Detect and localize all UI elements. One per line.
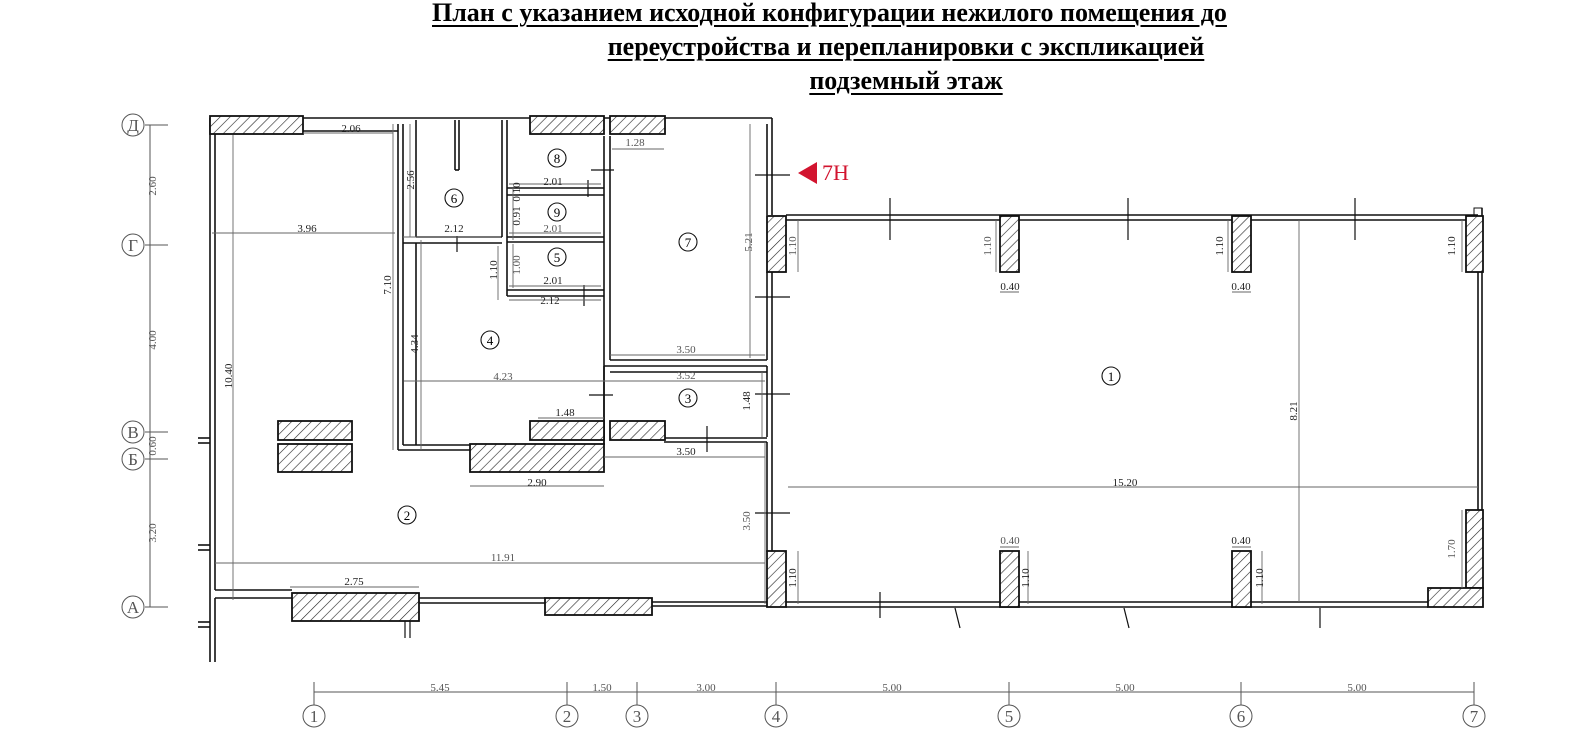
room-markers bbox=[397, 148, 1121, 525]
dimension-lines bbox=[212, 124, 1478, 604]
title-line-3: подземный этаж bbox=[0, 64, 1595, 98]
column-axis-label: 6 bbox=[1237, 707, 1246, 726]
door-marks bbox=[404, 169, 1356, 638]
dimension-label: 0.40 bbox=[1231, 535, 1251, 547]
dimension-label: 3.50 bbox=[741, 511, 753, 531]
room-number: 1 bbox=[1108, 369, 1115, 384]
dimension-label: 2.01 bbox=[543, 223, 562, 235]
title-line-2: переустройства и перепланировки с экспли… bbox=[0, 30, 1595, 64]
dimension-label: 2.12 bbox=[444, 223, 463, 235]
dimension-label: 15.20 bbox=[1113, 477, 1138, 489]
entry-arrow-icon bbox=[798, 162, 817, 184]
dimension-label: 4.34 bbox=[409, 334, 421, 354]
row-spacing: 3.20 bbox=[147, 523, 159, 543]
dimension-label: 1.00 bbox=[511, 255, 523, 275]
title-line-1: План с указанием исходной конфигурации н… bbox=[432, 0, 1387, 30]
dimension-label: 1.10 bbox=[1020, 568, 1032, 588]
dimension-label: 3.50 bbox=[676, 344, 696, 356]
dimension-label: 1.70 bbox=[1446, 539, 1458, 559]
dimension-label: 10.40 bbox=[223, 363, 235, 388]
dimension-label: 2.75 bbox=[344, 576, 364, 588]
room-number: 9 bbox=[554, 205, 561, 220]
dimension-label: 1.28 bbox=[625, 137, 645, 149]
room-number: 6 bbox=[451, 191, 458, 206]
dimension-label: 1.10 bbox=[488, 260, 500, 280]
dimension-label: 2.01 bbox=[543, 275, 562, 287]
dimension-label: 1.10 bbox=[982, 236, 994, 256]
dimension-label: 1.48 bbox=[555, 407, 575, 419]
dimension-label: 11.91 bbox=[491, 552, 515, 564]
column-axis-label: 5 bbox=[1005, 707, 1014, 726]
dimension-label: 1.10 bbox=[787, 236, 799, 256]
column-axes bbox=[302, 682, 1486, 728]
column-spacing: 3.00 bbox=[696, 682, 716, 694]
dimension-label: 0.40 bbox=[1231, 281, 1251, 293]
dimension-label: 2.56 bbox=[405, 170, 417, 190]
column-spacing: 5.45 bbox=[430, 682, 450, 694]
room-number: 4 bbox=[487, 333, 494, 348]
structural-columns bbox=[209, 115, 1484, 622]
row-spacing: 4.00 bbox=[147, 330, 159, 350]
title-text-2: переустройства и перепланировки с экспли… bbox=[607, 32, 1205, 61]
room-number: 5 bbox=[554, 250, 561, 265]
column-axis-label: 7 bbox=[1470, 707, 1479, 726]
dimension-label: 3.50 bbox=[676, 446, 696, 458]
title-text-1: План с указанием исходной конфигурации н… bbox=[432, 0, 1227, 27]
dimension-label: 1.10 bbox=[1254, 568, 1266, 588]
walls bbox=[198, 117, 1483, 662]
dimension-label: 2.01 bbox=[543, 176, 562, 188]
column-axis-label: 1 bbox=[310, 707, 319, 726]
row-axis-label: Б bbox=[128, 450, 138, 469]
dimension-label: 2.06 bbox=[341, 123, 361, 135]
dimension-label: 7.10 bbox=[382, 275, 394, 295]
row-axis-label: Г bbox=[128, 236, 138, 255]
room-number: 7 bbox=[685, 235, 692, 250]
row-spacing: 0.60 bbox=[147, 436, 159, 456]
room-number: 3 bbox=[685, 391, 692, 406]
dimension-label: 2.90 bbox=[527, 477, 547, 489]
room-number: 8 bbox=[554, 151, 561, 166]
dimension-label: 0.40 bbox=[1000, 281, 1020, 293]
column-spacing: 5.00 bbox=[1347, 682, 1367, 694]
dimension-label: 1.10 bbox=[1214, 236, 1226, 256]
column-axis-label: 3 bbox=[633, 707, 642, 726]
title-text-3: подземный этаж bbox=[809, 66, 1003, 95]
dimension-label: 3.52 bbox=[676, 370, 695, 382]
dimension-label: 8.21 bbox=[1288, 401, 1300, 420]
dimension-label: 3.96 bbox=[297, 223, 317, 235]
entry-marker-label: 7Н bbox=[822, 160, 849, 185]
room-number: 2 bbox=[404, 508, 411, 523]
column-spacing: 5.00 bbox=[1115, 682, 1135, 694]
column-axis-label: 2 bbox=[563, 707, 572, 726]
row-axis-label: А bbox=[127, 598, 140, 617]
row-spacing: 2.60 bbox=[147, 176, 159, 196]
dimension-label: 0.40 bbox=[1000, 535, 1020, 547]
dimension-label: 1.48 bbox=[741, 391, 753, 411]
dimension-label: 1.10 bbox=[1446, 236, 1458, 256]
column-spacing: 1.50 bbox=[592, 682, 612, 694]
column-axis-label: 4 bbox=[772, 707, 781, 726]
dimension-label: 4.23 bbox=[493, 371, 513, 383]
dimension-label: 5.21 bbox=[743, 232, 755, 251]
dimension-label: 0.10 bbox=[511, 182, 523, 202]
column-spacing: 5.00 bbox=[882, 682, 902, 694]
row-axis-label: В bbox=[127, 423, 138, 442]
row-axis-label: Д bbox=[127, 116, 139, 135]
dimension-label: 1.10 bbox=[787, 568, 799, 588]
row-axes bbox=[121, 113, 168, 619]
dimension-label: 2.12 bbox=[540, 295, 559, 307]
dimension-label: 0.91 bbox=[511, 206, 523, 225]
